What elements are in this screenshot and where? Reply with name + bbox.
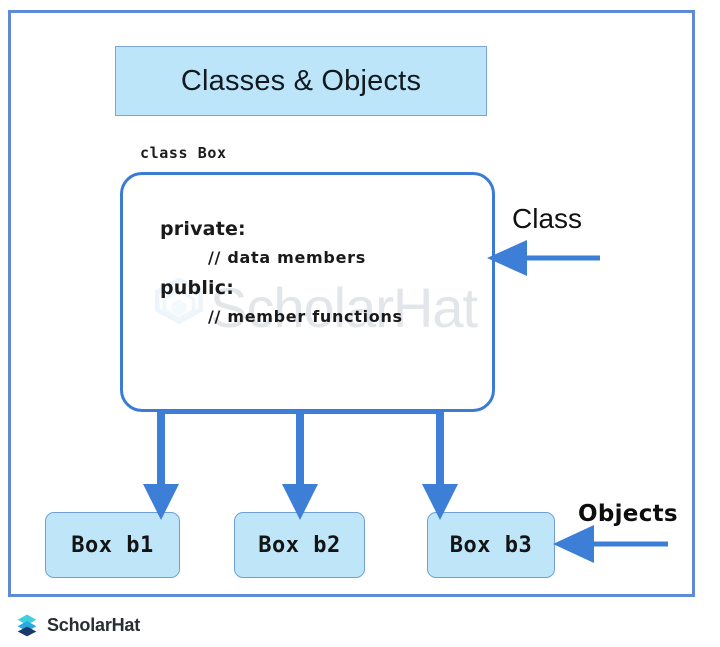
class-name-label: class Box (140, 144, 227, 162)
class-members-list: private: // data members public: // memb… (160, 218, 490, 336)
object-box-b3: Box b3 (427, 512, 555, 578)
object-box-label: Box b2 (258, 532, 341, 558)
objects-annotation-label: Objects (578, 501, 678, 527)
class-member-line: // data members (208, 248, 366, 267)
object-box-label: Box b1 (71, 532, 154, 558)
page-title: Classes & Objects (180, 64, 422, 97)
footer-brand-name: ScholarHat (47, 614, 141, 635)
object-box-b2: Box b2 (234, 512, 365, 578)
title-banner: Classes & Objects (115, 46, 487, 116)
class-member-line: // member functions (208, 307, 403, 326)
footer-brand: ScholarHat (14, 612, 140, 638)
class-annotation-label: Class (512, 203, 583, 234)
object-box-b1: Box b1 (45, 512, 180, 578)
scholarhat-hexagon-icon (17, 614, 37, 637)
object-box-label: Box b3 (449, 532, 533, 558)
class-member-line: private: (160, 218, 246, 240)
class-member-line: public: (160, 277, 235, 299)
